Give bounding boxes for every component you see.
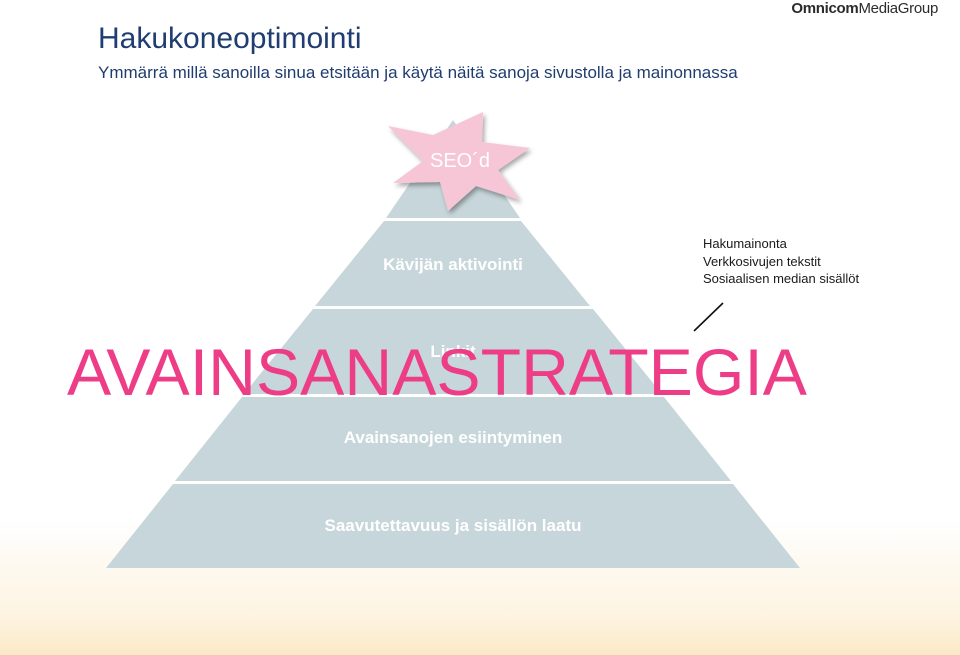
level-label-links: Linkit	[430, 342, 476, 361]
page-title: Hakukoneoptimointi	[98, 22, 362, 55]
level-label-accessibility: Saavutettavuus ja sisällön laatu	[325, 516, 582, 535]
note-social-media-content: Sosiaalisen median sisällöt	[703, 271, 860, 286]
pyramid-level-links	[244, 309, 662, 394]
keyword-strategy-overlay: AVAINSANASTRATEGIA	[67, 335, 807, 409]
seo-badge-starburst	[388, 112, 530, 211]
pyramid-level-accessibility	[106, 484, 800, 568]
company-logo: OmnicomMediaGroup	[791, 0, 938, 17]
level-label-visitor-activation: Kävijän aktivointi	[383, 255, 523, 274]
pyramid-level-visitor-activation	[315, 221, 590, 306]
channel-notes: Hakumainonta Verkkosivujen tekstit Sosia…	[703, 235, 859, 288]
level-label-keyword-occurrence: Avainsanojen esiintyminen	[344, 428, 563, 447]
logo-regular-part: MediaGroup	[858, 0, 938, 17]
logo-bold-part: Omnicom	[791, 0, 859, 17]
seo-badge-label: SEO´d	[430, 150, 490, 172]
note-website-texts: Verkkosivujen tekstit	[703, 253, 821, 269]
notes-connector-line	[693, 302, 724, 332]
note-search-advertising: Hakumainonta	[703, 236, 787, 251]
page-subtitle: Ymmärrä millä sanoilla sinua etsitään ja…	[98, 63, 738, 82]
pyramid-level-keyword-occurrence	[175, 397, 731, 481]
